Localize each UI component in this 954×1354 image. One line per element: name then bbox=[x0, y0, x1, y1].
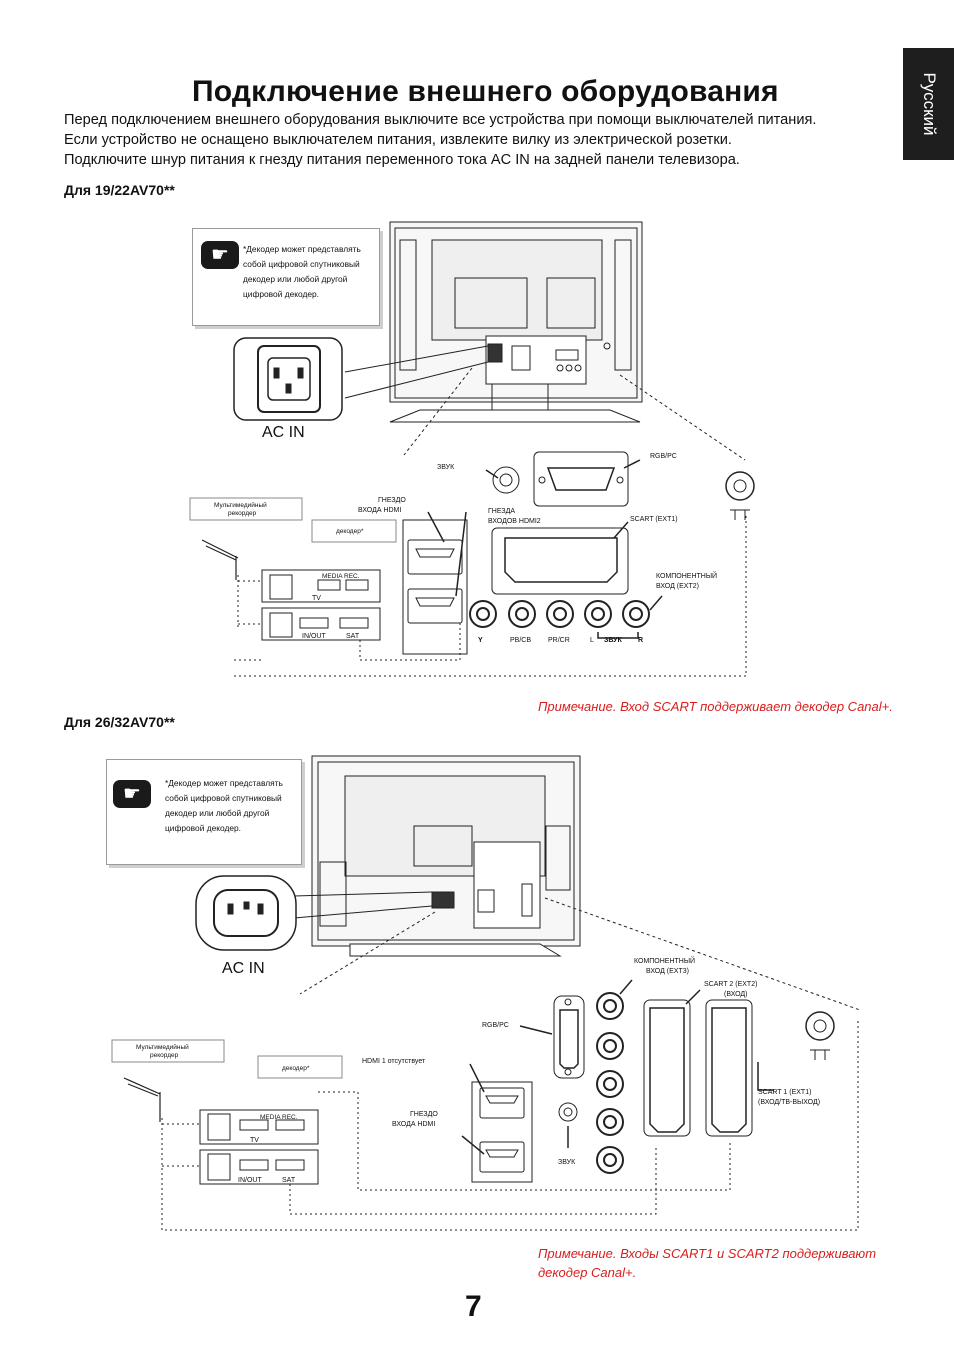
s2-media-recorder-label-1: Мультимедийный bbox=[136, 1043, 189, 1051]
section1-red-note: Примечание. Вход SCART поддерживает деко… bbox=[538, 699, 893, 714]
section2-cables bbox=[161, 1020, 859, 1231]
s2-hdmi-in-label-1: ГНЕЗДО bbox=[410, 1111, 438, 1118]
s1-hdmi-in-label-2: ВХОДА HDMI bbox=[358, 507, 401, 514]
section1-cables bbox=[234, 516, 747, 677]
s2-scart2-label-2: (ВХОД) bbox=[724, 991, 748, 998]
s2-media-rec-label: MEDIA REC. bbox=[260, 1114, 298, 1121]
s1-decoder-label: декодер* bbox=[336, 528, 364, 535]
section2-pointer-lines bbox=[461, 979, 774, 1155]
section2-heading: Для 26/32AV70** bbox=[64, 714, 175, 730]
s2-media-recorder-label-2: рекордер bbox=[150, 1052, 179, 1059]
s1-rgb-pc-label: RGB/PC bbox=[650, 453, 677, 460]
component-jacks-2 bbox=[596, 992, 624, 1174]
language-tab: Русский bbox=[903, 48, 954, 160]
component-jacks-1 bbox=[469, 600, 650, 628]
intro-line-3: Подключите шнур питания к гнезду питания… bbox=[64, 152, 740, 168]
zoom-outline-2 bbox=[299, 897, 861, 1011]
jack-y-label: Y bbox=[478, 637, 483, 644]
section1-decoder-note-text: *Декодер может представлять собой цифров… bbox=[243, 244, 361, 299]
s1-in-out-label: IN/OUT bbox=[302, 633, 326, 640]
s2-hdmi1-absent-label: HDMI 1 отсутствует bbox=[362, 1058, 426, 1065]
s2-scart1-label-1: SCART 1 (EXT1) bbox=[758, 1089, 811, 1096]
ac-in-socket-zoom bbox=[233, 337, 489, 421]
s2-media-recorder-box bbox=[111, 1039, 225, 1063]
section2-connector-panel bbox=[471, 995, 835, 1183]
intro-text: Перед подключением внешнего оборудования… bbox=[64, 110, 894, 170]
s1-hdmi-in-label-1: ГНЕЗДО bbox=[378, 497, 406, 504]
zoom-outline bbox=[403, 367, 746, 461]
section1-devices bbox=[201, 539, 381, 641]
section1-connector-panel bbox=[402, 451, 755, 655]
s1-scart-label: SCART (EXT1) bbox=[630, 516, 678, 523]
hand-pointer-icon-2: ☛ bbox=[113, 780, 151, 808]
s2-sound-label: ЗВУК bbox=[558, 1159, 576, 1166]
s2-component-label-1: КОМПОНЕНТНЫЙ bbox=[634, 956, 695, 965]
s2-in-out-label: IN/OUT bbox=[238, 1177, 262, 1184]
s1-component-label-1: КОМПОНЕНТНЫЙ bbox=[656, 571, 717, 580]
page-title: Подключение внешнего оборудования bbox=[192, 75, 779, 108]
s2-hdmi-in-label-2: ВХОДА HDMI bbox=[392, 1121, 435, 1128]
jack-l-label: L bbox=[590, 637, 594, 644]
section2-red-note: Примечание. Входы SCART1 и SCART2 поддер… bbox=[538, 1246, 877, 1280]
s2-tv-label: TV bbox=[250, 1137, 259, 1144]
s2-scart2-label-1: SCART 2 (EXT2) bbox=[704, 981, 757, 988]
s1-media-rec-label: MEDIA REC. bbox=[322, 573, 360, 580]
s1-decoder-box bbox=[311, 519, 397, 543]
s2-scart1-label-2: (ВХОД/ТВ-ВЫХОД) bbox=[758, 1099, 820, 1106]
s1-hdmi2-in-label-1: ГНЕЗДА bbox=[488, 508, 515, 515]
jack-sound-label: ЗВУК bbox=[604, 637, 623, 644]
s1-ac-in-label: AC IN bbox=[262, 424, 305, 441]
tv-back-small bbox=[389, 221, 643, 423]
jack-r-label: R bbox=[638, 637, 643, 644]
s1-sat-label: SAT bbox=[346, 633, 360, 640]
s2-decoder-box bbox=[257, 1055, 343, 1079]
section1-heading: Для 19/22AV70** bbox=[64, 182, 175, 198]
s1-media-recorder-label-1: Мультимедийный bbox=[214, 501, 267, 509]
section2-decoder-note: ☛ *Декодер может представлять собой цифр… bbox=[106, 759, 302, 865]
s2-component-label-2: ВХОД (EXT3) bbox=[646, 968, 689, 975]
section1-pointer-lines bbox=[427, 459, 663, 639]
s1-hdmi2-in-label-2: ВХОДОВ HDMI2 bbox=[488, 518, 541, 525]
section2-devices bbox=[123, 1077, 319, 1185]
s2-rgb-pc-label: RGB/PC bbox=[482, 1022, 509, 1029]
section2-decoder-note-text: *Декодер может представлять собой цифров… bbox=[165, 778, 283, 833]
jack-pb-label: PB/CB bbox=[510, 637, 531, 644]
intro-line-2: Если устройство не оснащено выключателем… bbox=[64, 132, 732, 148]
s1-sound-label: ЗВУК bbox=[437, 464, 455, 471]
section1-decoder-note: ☛ *Декодер может представлять собой цифр… bbox=[192, 228, 380, 326]
s2-decoder-label: декодер* bbox=[282, 1065, 310, 1072]
s1-component-label-2: ВХОД (EXT2) bbox=[656, 583, 699, 590]
s2-ac-in-label: AC IN bbox=[222, 960, 265, 977]
s1-tv-label: TV bbox=[312, 595, 321, 602]
s1-media-recorder-box bbox=[189, 497, 303, 521]
s1-media-recorder-label-2: рекордер bbox=[228, 510, 257, 517]
page-number: 7 bbox=[465, 1290, 482, 1323]
s2-sat-label: SAT bbox=[282, 1177, 296, 1184]
hand-pointer-icon: ☛ bbox=[201, 241, 239, 269]
jack-pr-label: PR/CR bbox=[548, 637, 570, 644]
intro-line-1: Перед подключением внешнего оборудования… bbox=[64, 112, 817, 128]
tv-back-large bbox=[311, 755, 581, 957]
ac-in-socket-zoom-2 bbox=[195, 875, 433, 951]
